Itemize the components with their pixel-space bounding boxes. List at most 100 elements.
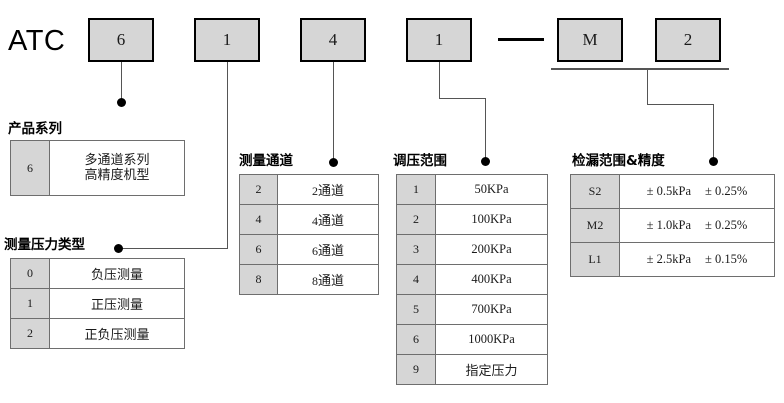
- connector-leak-detection-v2: [713, 104, 714, 160]
- code-box-6[interactable]: 2: [655, 18, 721, 62]
- table-product-series: 6 多通道系列 高精度机型: [10, 140, 185, 196]
- cell-desc: 4通道: [277, 204, 379, 235]
- cell-code: 4: [239, 204, 278, 235]
- connector-dot-product-series: [117, 98, 126, 107]
- cell-desc-line2: 高精度机型: [84, 168, 150, 183]
- cell-desc: 100KPa: [435, 204, 548, 235]
- cell-code: 2: [396, 204, 436, 235]
- connector-pressure-range-v2: [485, 98, 486, 160]
- table-row: 6 多通道系列 高精度机型: [10, 140, 185, 196]
- connector-pressure-type-horizontal: [118, 248, 228, 249]
- cell-code: M2: [570, 208, 620, 243]
- table-row: 6 6通道: [239, 234, 379, 265]
- table-pressure-type: 0 负压测量 1 正压测量 2 正负压测量: [10, 258, 185, 349]
- cell-code: 8: [239, 264, 278, 295]
- caption-leak-detection: 检漏范围&精度: [572, 153, 665, 169]
- table-channels: 2 2通道 4 4通道 6 6通道 8 8通道: [239, 174, 379, 295]
- cell-range: ± 1.0kPa: [646, 218, 692, 232]
- table-row: S2 ± 0.5kPa ± 0.25%: [570, 174, 775, 209]
- cell-code: 4: [396, 264, 436, 295]
- cell-code: S2: [570, 174, 620, 209]
- cell-code: 1: [10, 288, 50, 319]
- cell-desc-number: 4: [311, 214, 318, 228]
- cell-range: ± 0.5kPa: [646, 184, 692, 198]
- caption-pressure-type: 测量压力类型: [4, 237, 85, 253]
- cell-desc-unit: 通道: [317, 244, 344, 259]
- cell-accuracy: ± 0.15%: [705, 252, 748, 266]
- table-row: 2 100KPa: [396, 204, 548, 235]
- cell-code: 6: [239, 234, 278, 265]
- cell-desc: 8通道: [277, 264, 379, 295]
- table-leak-detection: S2 ± 0.5kPa ± 0.25% M2 ± 1.0kPa ± 0.25% …: [570, 174, 775, 277]
- cell-code: 6: [396, 324, 436, 355]
- code-box-5[interactable]: M: [557, 18, 623, 62]
- cell-desc: 2通道: [277, 174, 379, 205]
- cell-range: ± 2.5kPa: [646, 252, 692, 266]
- table-row: 8 8通道: [239, 264, 379, 295]
- cell-desc-number: 6: [311, 244, 318, 258]
- connector-pressure-range-horizontal: [439, 98, 485, 99]
- connector-dot-pressure-range: [481, 157, 490, 166]
- table-pressure-range: 1 50KPa 2 100KPa 3 200KPa 4 400KPa 5 700…: [396, 174, 548, 385]
- caption-product-series: 产品系列: [8, 121, 62, 137]
- connector-dot-channels: [329, 158, 338, 167]
- table-row: 1 正压测量: [10, 288, 185, 319]
- code-box-2[interactable]: 1: [194, 18, 260, 62]
- cell-code: L1: [570, 242, 620, 277]
- brand-label: ATC: [8, 25, 66, 57]
- caption-pressure-range: 调压范围: [393, 153, 447, 169]
- cell-accuracy: ± 0.25%: [705, 218, 748, 232]
- cell-desc: 1000KPa: [435, 324, 548, 355]
- cell-desc-unit: 通道: [317, 214, 344, 229]
- connector-dot-pressure-type: [114, 244, 123, 253]
- connector-bracket-leak-detection: [551, 68, 729, 70]
- cell-desc: ± 2.5kPa ± 0.15%: [619, 242, 775, 277]
- cell-desc: 指定压力: [435, 354, 548, 385]
- caption-channels: 测量通道: [239, 153, 293, 169]
- code-box-4[interactable]: 1: [406, 18, 472, 62]
- table-row: 3 200KPa: [396, 234, 548, 265]
- code-box-1[interactable]: 6: [88, 18, 154, 62]
- code-box-3[interactable]: 4: [300, 18, 366, 62]
- cell-code: 1: [396, 174, 436, 205]
- cell-desc: 正负压测量: [49, 318, 185, 349]
- table-row: 4 400KPa: [396, 264, 548, 295]
- cell-desc: ± 0.5kPa ± 0.25%: [619, 174, 775, 209]
- table-row: 0 负压测量: [10, 258, 185, 289]
- cell-code: 0: [10, 258, 50, 289]
- cell-desc: 多通道系列 高精度机型: [49, 140, 185, 196]
- table-row: 2 正负压测量: [10, 318, 185, 349]
- table-row: 2 2通道: [239, 174, 379, 205]
- table-row: 9 指定压力: [396, 354, 548, 385]
- connector-leak-detection-horizontal: [647, 104, 713, 105]
- cell-desc: 200KPa: [435, 234, 548, 265]
- cell-desc: 50KPa: [435, 174, 548, 205]
- cell-desc-number: 8: [311, 274, 318, 288]
- cell-desc-unit: 通道: [317, 274, 344, 289]
- cell-code: 6: [10, 140, 50, 196]
- connector-dot-leak-detection: [709, 157, 718, 166]
- cell-desc: 700KPa: [435, 294, 548, 325]
- cell-desc-unit: 通道: [317, 184, 344, 199]
- cell-desc: 400KPa: [435, 264, 548, 295]
- table-row: 6 1000KPa: [396, 324, 548, 355]
- cell-desc: 6通道: [277, 234, 379, 265]
- cell-code: 2: [239, 174, 278, 205]
- table-row: L1 ± 2.5kPa ± 0.15%: [570, 242, 775, 277]
- cell-desc: 负压测量: [49, 258, 185, 289]
- table-row: 4 4通道: [239, 204, 379, 235]
- connector-pressure-range-v1: [439, 62, 440, 98]
- cell-code: 2: [10, 318, 50, 349]
- cell-desc-number: 2: [311, 184, 318, 198]
- connector-product-series: [121, 62, 122, 102]
- connector-leak-detection-v1: [647, 68, 648, 104]
- separator-dash: [498, 38, 544, 41]
- table-row: 5 700KPa: [396, 294, 548, 325]
- cell-desc: ± 1.0kPa ± 0.25%: [619, 208, 775, 243]
- connector-pressure-type-vertical: [227, 62, 228, 248]
- cell-code: 9: [396, 354, 436, 385]
- cell-code: 5: [396, 294, 436, 325]
- cell-code: 3: [396, 234, 436, 265]
- connector-channels: [333, 62, 334, 162]
